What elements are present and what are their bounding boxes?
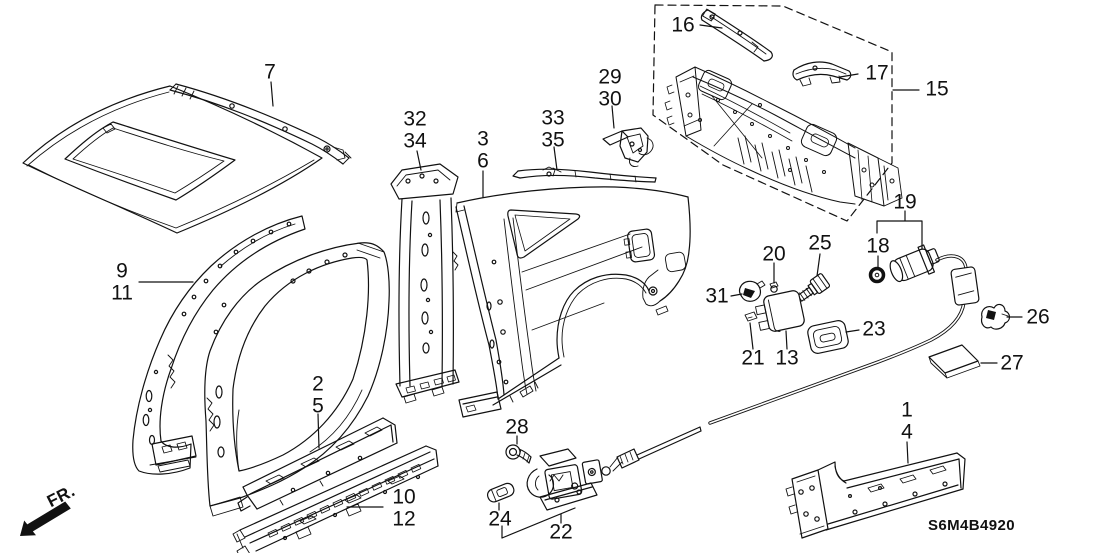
group-rear-panel [652, 4, 920, 222]
part-gutter-bracket [602, 105, 654, 167]
part-center-pillar-inner [390, 150, 460, 404]
leader-2-5 [317, 413, 320, 449]
part-rear-panel-body [664, 66, 903, 207]
leader-22 [501, 507, 576, 539]
leader-1-4 [906, 441, 909, 464]
leader-29-30 [611, 105, 615, 129]
leader-21 [749, 322, 754, 350]
part-roof-side-rail [512, 146, 657, 183]
part-fuel-actuator [876, 210, 940, 283]
leader-7 [270, 81, 274, 107]
part-latch-22 [501, 448, 603, 539]
part-fuel-lid-13 [755, 290, 805, 350]
part-clip-24 [486, 482, 515, 511]
leader-33-35 [553, 146, 558, 171]
part-roof-panel [22, 81, 352, 234]
part-sill-outer [785, 441, 966, 539]
part-roof-rail [169, 83, 352, 165]
part-sill-inner [237, 413, 398, 512]
part-grommet-18 [868, 255, 886, 284]
bracket-19 [876, 210, 923, 267]
part-clip-26 [980, 303, 1023, 330]
part-cable-sheath-block [950, 266, 980, 306]
part-rear-shelf-bracket [792, 61, 852, 87]
part-front-pillar-inner [132, 215, 306, 475]
part-bracket-23 [807, 320, 860, 354]
part-quarter-panel [455, 170, 691, 418]
leader-31 [730, 293, 743, 297]
part-sill-extension [232, 445, 439, 553]
dashed-box [652, 4, 893, 222]
leader-17 [839, 73, 859, 78]
part-opener-rod [601, 426, 702, 476]
diagram-code: S6M4B4920 [928, 517, 1015, 534]
fuel-filler-recess [623, 228, 656, 263]
part-clip-20 [769, 262, 779, 293]
leader-16 [699, 24, 723, 29]
part-bolt-25 [797, 253, 831, 302]
part-door-arch-inner [204, 242, 390, 517]
leader-13 [785, 330, 788, 350]
part-clip-31 [730, 280, 766, 302]
front-direction-arrow [20, 501, 71, 536]
part-pad-27 [928, 344, 998, 379]
part-rear-crossmember [700, 8, 773, 62]
leader-23 [845, 329, 860, 333]
leader-32-34 [416, 150, 422, 171]
leader-25 [816, 253, 821, 277]
part-bolt-28 [505, 435, 532, 464]
part-clip-21 [744, 311, 758, 350]
